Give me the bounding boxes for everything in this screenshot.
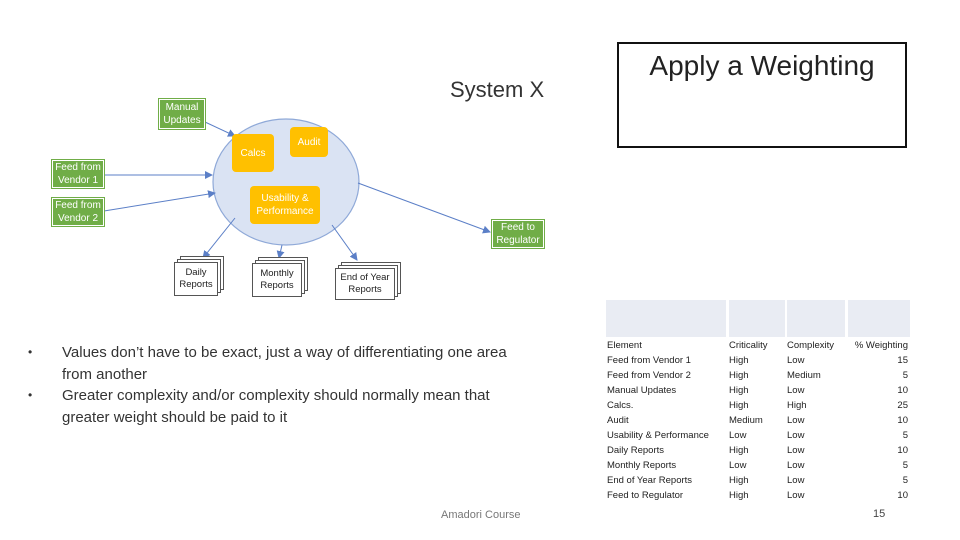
table-cell: Low [787,355,805,366]
table-cell: High [787,400,807,411]
table-cell: Feed from Vendor 2 [607,370,691,381]
arrow-eoy [331,224,358,261]
table-cell: 10 [897,490,908,501]
node-feed-regulator: Feed to Regulator [491,219,545,249]
table-cell: High [729,445,749,456]
arrow-monthly [276,244,285,259]
table-cell: 10 [897,445,908,456]
table-cell: Low [729,460,747,471]
table-cell: Low [729,430,747,441]
table-cell: Feed to Regulator [607,490,684,501]
table-cell: Low [787,460,805,471]
table-cell: Calcs. [607,400,634,411]
bullet-item: •Greater complexity and/or complexity sh… [28,387,490,426]
table-cell: Low [787,415,805,426]
table-cell: Low [787,430,805,441]
table-header: Complexity [787,340,834,351]
table-col-element: Element Feed from Vendor 1 Feed from Ven… [607,338,709,503]
table-cell: Monthly Reports [607,460,677,471]
table-cell: 5 [902,430,908,441]
table-cell: Medium [787,370,821,381]
table-col-complexity: Complexity Low Medium Low High Low Low L… [787,338,834,503]
table-col-weighting: % Weighting 15 5 10 25 10 5 10 5 5 10 [846,338,908,503]
table-cell: High [729,490,749,501]
table-header-cell [787,300,845,337]
table-cell: High [729,355,749,366]
table-cell: 10 [897,415,908,426]
table-cell: Low [787,490,805,501]
table-header: Criticality [729,340,768,351]
arrow-manual-updates [204,121,236,137]
table-cell: Daily Reports [607,445,665,456]
table-header: Element [607,340,642,351]
table-cell: High [729,475,749,486]
table-header-cell [729,300,785,337]
table-cell: High [729,385,749,396]
table-header: % Weighting [854,340,908,351]
arrow-vendor2 [103,190,216,212]
table-cell: Medium [729,415,763,426]
table-cell: Manual Updates [607,385,677,396]
table-cell: 15 [897,355,908,366]
table-cell: Feed from Vendor 1 [607,355,691,366]
table-cell: Usability & Performance [607,430,709,441]
table-header-cell [606,300,726,337]
table-cell: Low [787,445,805,456]
table-cell: Audit [607,415,629,426]
table-cell: 5 [902,370,908,381]
table-col-criticality: Criticality High High High High Medium L… [729,338,768,503]
table-cell: 25 [897,400,908,411]
table-cell: 5 [902,475,908,486]
bullet-item: •Values don’t have to be exact, just a w… [28,344,507,383]
footer-text: Amadori Course [441,509,521,521]
table-cell: End of Year Reports [607,475,693,486]
node-manual-updates: Manual Updates [158,98,206,130]
node-daily-reports: Daily Reports [174,256,224,296]
table-cell: 10 [897,385,908,396]
table-cell: Low [787,385,805,396]
table-cell: Low [787,475,805,486]
node-eoy-reports: End of Year Reports [335,262,401,300]
table-cell: 5 [902,460,908,471]
node-feed-vendor2: Feed from Vendor 2 [51,197,105,227]
node-monthly-reports: Monthly Reports [252,257,308,297]
weighting-box: Apply a Weighting [617,42,907,148]
node-calcs: Calcs [232,134,274,172]
arrow-daily [202,217,236,259]
table-cell: High [729,370,749,381]
weighting-title: Apply a Weighting [649,50,875,81]
node-usability: Usability & Performance [250,186,320,224]
diagram-title: System X [450,77,545,102]
page-number: 15 [873,508,886,520]
table-cell: High [729,400,749,411]
table-header-cell [848,300,910,337]
node-audit: Audit [290,127,328,157]
bullet-list: •Values don’t have to be exact, just a w… [28,342,528,428]
arrow-regulator [357,182,491,234]
node-feed-vendor1: Feed from Vendor 1 [51,159,105,189]
